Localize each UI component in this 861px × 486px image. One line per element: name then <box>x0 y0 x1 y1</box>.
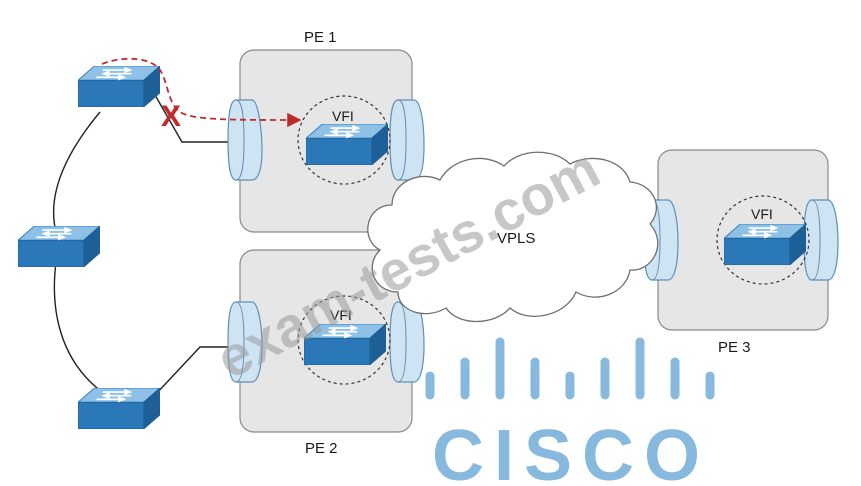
failure-x-mark: X <box>161 100 181 133</box>
ce2-switch-icon <box>18 226 100 267</box>
pe2-core-interface <box>389 301 425 383</box>
pe2-ac-interface <box>227 301 263 383</box>
pe1-label: PE 1 <box>304 29 337 46</box>
pe2-vfi-label: VFI <box>330 307 352 323</box>
failed-path-arrow <box>101 57 302 128</box>
pe3-vfi-switch-icon <box>724 224 806 265</box>
pe1-vfi-circle <box>297 95 391 185</box>
pe1-vfi-switch-icon <box>306 124 388 165</box>
cisco-logo-wordmark: CISCO <box>432 416 710 486</box>
pe1-vfi-label: VFI <box>332 108 354 124</box>
ce-loop-link <box>53 111 103 393</box>
ce3-to-pe2-link <box>154 346 236 396</box>
vpls-cloud-icon <box>367 151 659 323</box>
pe3-ac-interface <box>803 199 839 281</box>
pe3-label: PE 3 <box>718 339 751 356</box>
pe1-core-interface <box>389 99 425 181</box>
ce3-switch-icon <box>78 388 160 429</box>
cisco-logo-bars-icon <box>425 337 715 400</box>
ce1-to-pe1-link <box>154 94 236 143</box>
ce1-switch-icon <box>78 66 160 107</box>
vpls-label: VPLS <box>497 230 535 247</box>
pe2-label: PE 2 <box>305 440 338 457</box>
pe1-ac-interface <box>227 99 263 181</box>
pe3-vfi-label: VFI <box>751 206 773 222</box>
pe2-vfi-circle <box>297 295 391 385</box>
pe3-vfi-circle <box>716 195 810 285</box>
